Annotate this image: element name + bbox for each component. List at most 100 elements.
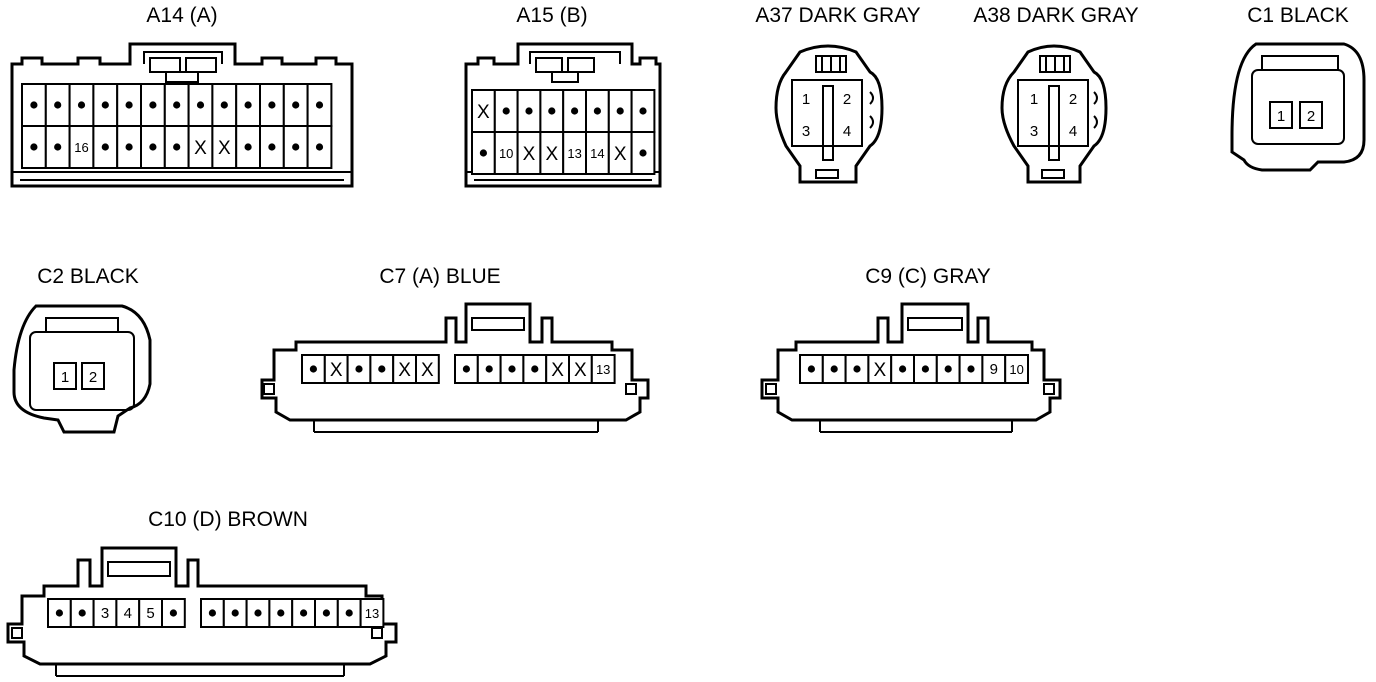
a37-pin-3: 3	[802, 123, 810, 140]
a14-pin-r1-p12-dot	[315, 143, 324, 151]
c2-pin-1: 1	[61, 369, 69, 386]
connector-a14-title: A14 (A)	[146, 4, 217, 27]
a15-pin-r1-p3-label: X	[545, 144, 558, 165]
a14-pin-r1-p11-dot	[292, 143, 300, 151]
c7-pin-g1-p1-dot	[485, 365, 493, 373]
a15-pin-r1-p1-label: 10	[499, 146, 513, 161]
a14-pin-r1-p5-dot	[149, 143, 157, 151]
c1-pin-1: 1	[1277, 108, 1285, 125]
c10-pin-g1-p3-dot	[277, 609, 285, 617]
a15-pin-r0-p4-dot	[571, 107, 579, 115]
connector-c7-title: C7 (A) BLUE	[379, 265, 500, 288]
a14-pin-r0-p0-dot	[30, 101, 38, 109]
connector-c1: C1 BLACK 1 2	[1230, 4, 1366, 172]
connector-c9-title: C9 (C) GRAY	[865, 265, 991, 288]
c10-pin-g1-p7-label: 13	[365, 606, 379, 621]
c9-pin-g0-p1-dot	[830, 365, 838, 373]
c7-pin-g1-p6-label: 13	[596, 362, 610, 377]
a37-pin-4: 4	[843, 123, 851, 140]
a14-pin-r1-p0-dot	[30, 143, 38, 151]
a14-pin-r1-p7-label: X	[194, 138, 207, 159]
c9-pin-g0-p3-label: X	[873, 360, 886, 381]
c7-pin-g1-p6-cell	[590, 354, 616, 384]
a14-pin-r0-p1-dot	[54, 101, 62, 109]
a14-pin-r1-p9-dot	[244, 143, 252, 151]
a37-pin-2: 2	[843, 91, 851, 108]
c9-pin-g0-p9-label: 10	[1009, 362, 1023, 377]
c9-pin-g0-p6-dot	[944, 365, 952, 373]
a38-pin-2: 2	[1069, 91, 1077, 108]
a14-pin-r0-p8-dot	[220, 101, 228, 109]
a38-pin-4: 4	[1069, 123, 1077, 140]
c10-pin-g0-p4-label: 5	[146, 605, 154, 622]
c9-pin-g0-p0-dot	[807, 365, 816, 373]
c7-pin-g0-p0-dot	[309, 365, 317, 373]
c10-pin-g1-p4-dot	[300, 609, 308, 617]
connector-a15-title: A15 (B)	[516, 4, 587, 27]
a14-pin-r1-p2-label: 16	[74, 140, 88, 155]
c9-pin-g0-p4-dot	[899, 365, 907, 373]
a37-pin-1: 1	[802, 91, 810, 108]
c7-pin-g0-p2-dot	[355, 365, 363, 373]
a14-pin-r0-p2-dot	[77, 101, 86, 109]
a15-pin-r0-p7-dot	[639, 107, 647, 115]
c9-pin-g0-p2-dot	[853, 365, 861, 373]
a15-pin-r1-p6-label: X	[614, 144, 627, 165]
a15-pin-r0-p0-label: X	[477, 102, 490, 123]
c10-pin-g1-p5-dot	[322, 609, 330, 617]
a14-pin-r1-p3-dot	[101, 143, 109, 151]
c10-pin-g1-p2-dot	[254, 609, 262, 617]
a14-pin-r0-p7-dot	[196, 101, 205, 109]
c7-pin-g0-p3-dot	[378, 365, 386, 373]
c7-pin-g0-p1-label: X	[330, 360, 343, 381]
a15-pin-r1-p0-dot	[479, 149, 487, 157]
a14-pin-r0-p12-dot	[315, 101, 324, 109]
c9-pin-g0-p5-dot	[921, 365, 930, 373]
a14-pin-r1-p8-label: X	[218, 138, 231, 159]
connector-c2-title: C2 BLACK	[37, 265, 139, 288]
connector-c1-title: C1 BLACK	[1247, 4, 1349, 27]
c10-pin-g0-p3-label: 4	[124, 605, 132, 622]
a15-pin-r0-p1-dot	[502, 107, 510, 115]
a15-pin-r0-p6-dot	[616, 107, 624, 115]
connector-c10-title: C10 (D) BROWN	[148, 508, 308, 531]
c7-pin-g1-p2-dot	[508, 365, 516, 373]
a38-pin-3: 3	[1030, 123, 1038, 140]
c10-pin-g0-p2-label: 3	[101, 605, 109, 622]
a38-pin-1: 1	[1030, 91, 1038, 108]
a15-pin-r1-p4-label: 13	[567, 146, 581, 161]
a14-pin-r1-p10-dot	[268, 143, 276, 151]
a14-pin-r0-p9-dot	[244, 101, 252, 109]
a14-pin-r1-p6-dot	[173, 143, 181, 151]
c10-pin-g0-p1-dot	[78, 609, 86, 617]
c10-pin-g1-p7-cell	[359, 598, 385, 628]
c7-pin-g1-p0-dot	[462, 365, 470, 373]
c7-pin-g0-p4-label: X	[398, 360, 411, 381]
a15-pin-r0-p2-dot	[525, 107, 533, 115]
a14-pin-r1-p4-dot	[125, 143, 133, 151]
c7-pin-g1-p3-dot	[531, 365, 539, 373]
c10-pin-g0-p0-dot	[55, 609, 64, 617]
c7-pin-g1-p5-label: X	[574, 360, 587, 381]
a14-pin-r0-p4-dot	[125, 101, 133, 109]
a14-pin-r1-p1-dot	[54, 143, 62, 151]
a14-pin-r0-p10-dot	[268, 101, 276, 109]
c10-pin-g1-p6-dot	[345, 609, 353, 617]
a15-pin-r1-p7-dot	[639, 149, 647, 157]
c7-pin-g0-p5-cell	[415, 354, 440, 384]
c7-pin-g0-p5-label: X	[421, 360, 434, 381]
connector-c2: C2 BLACK 1 2	[12, 265, 152, 434]
a14-pin-r0-p3-dot	[101, 101, 109, 109]
a15-pin-r0-p3-dot	[548, 107, 556, 115]
a14-pin-r0-p11-dot	[292, 101, 300, 109]
